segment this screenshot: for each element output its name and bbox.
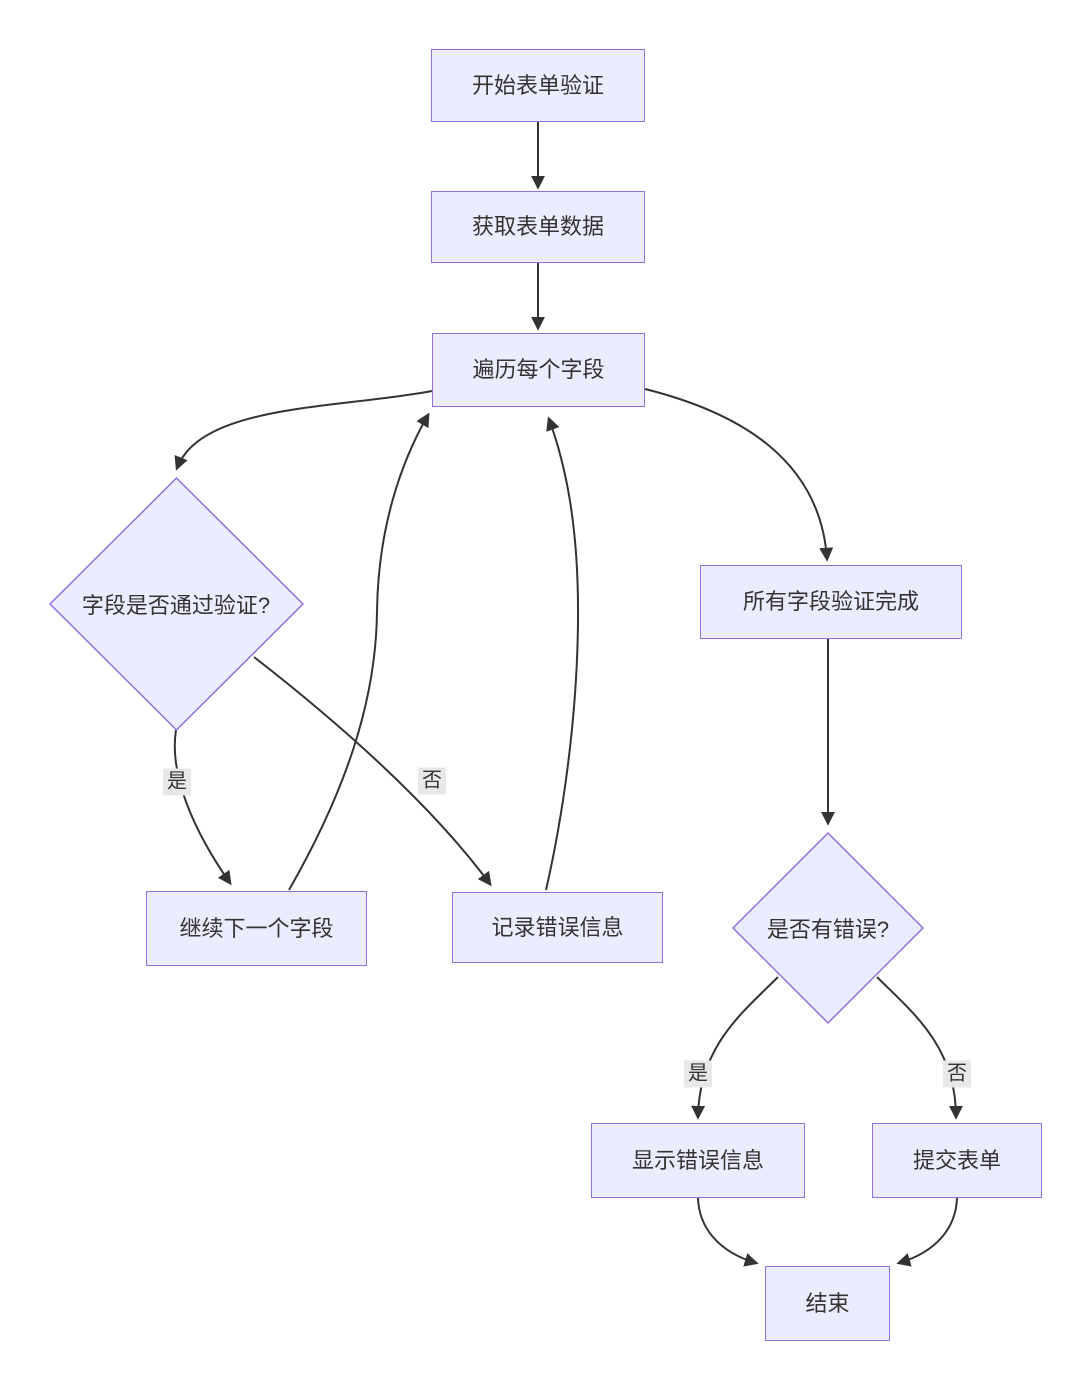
node-submit-label: 提交表单 [912,1147,1001,1173]
node-log-error-label: 记录错误信息 [491,914,624,940]
edge-nextfield-to-iterate [288,412,430,891]
edge-label-fieldvalid-no: 否 [418,767,446,795]
edge-fieldvalid-yes-to-nextfield [173,729,232,886]
node-get-data-label: 获取表单数据 [471,214,604,240]
edge-label-haserrors-no: 否 [943,1060,971,1088]
edge-haserrors-yes-to-showerrors [691,976,779,1120]
node-next-field: 继续下一个字段 [146,891,367,966]
edge-iterate-to-fieldvalid [174,390,433,471]
node-iterate-label: 遍历每个字段 [472,357,605,383]
edge-submit-to-end [896,1197,958,1267]
node-haserrors-label: 是否有错误? [766,917,890,942]
node-submit: 提交表单 [872,1123,1042,1198]
edge-fieldvalid-no-to-logerror [253,656,492,887]
node-start: 开始表单验证 [431,49,645,122]
edge-logerror-to-iterate [545,416,580,891]
edge-showerrors-to-end [697,1197,759,1267]
node-all-done: 所有字段验证完成 [700,565,962,639]
node-fieldvalid-label: 字段是否通过验证? [81,593,271,618]
node-end-label: 结束 [805,1290,850,1316]
node-all-done-label: 所有字段验证完成 [742,589,919,615]
node-iterate: 遍历每个字段 [432,333,645,407]
edge-label-fieldvalid-yes: 是 [163,768,191,796]
node-fieldvalid-diamond [48,476,305,732]
node-haserrors-diamond [731,831,925,1025]
node-show-errors-label: 显示错误信息 [631,1147,764,1173]
node-next-field-label: 继续下一个字段 [179,915,334,941]
edge-haserrors-no-to-submit [876,976,963,1120]
node-get-data: 获取表单数据 [431,191,645,263]
node-end: 结束 [765,1266,890,1341]
edge-iterate-to-alldone [644,388,834,562]
node-log-error: 记录错误信息 [452,892,663,963]
node-show-errors: 显示错误信息 [591,1123,805,1198]
node-start-label: 开始表单验证 [471,72,604,98]
edge-label-haserrors-yes: 是 [684,1060,712,1088]
